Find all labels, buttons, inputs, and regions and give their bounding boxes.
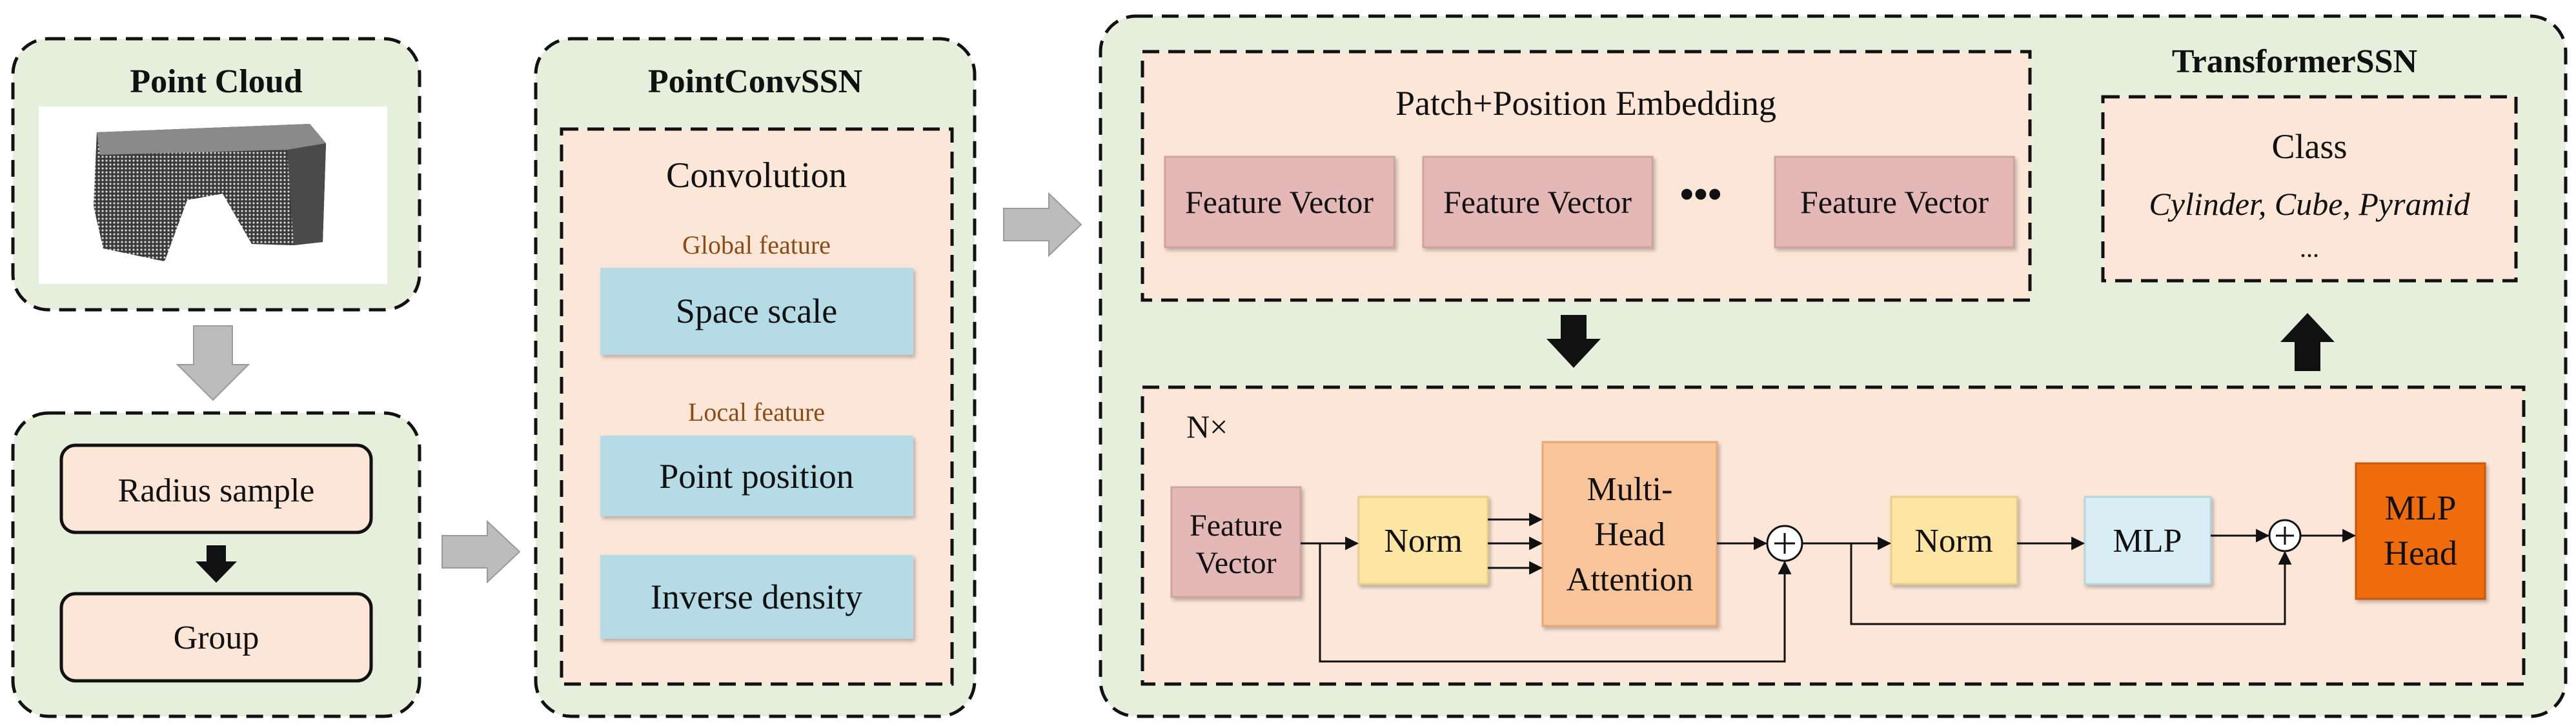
local-feature-label: Local feature	[688, 398, 825, 427]
point-cloud-title: Point Cloud	[130, 63, 302, 100]
norm-box-2	[1890, 496, 2018, 585]
flow-arrow-down	[176, 325, 250, 401]
class-list: Cylinder, Cube, Pyramid	[2149, 186, 2470, 222]
point-position-label: Point position	[659, 457, 854, 496]
feature-vector-box-1	[1164, 156, 1395, 248]
sample-to-group-arrow	[196, 545, 237, 583]
point-cloud-shape	[94, 124, 326, 261]
feature-vector-label-3: Feature Vector	[1800, 184, 1989, 220]
group-box	[59, 592, 373, 683]
norm-box-1	[1357, 496, 1489, 585]
encoder-fv-line2: Vector	[1195, 546, 1276, 580]
attention-line1: Multi-	[1587, 471, 1673, 508]
ellipsis-dots: •••	[1679, 173, 1721, 217]
add-node-2-plus	[2276, 527, 2294, 545]
class-title: Class	[2271, 127, 2347, 166]
global-feature-label: Global feature	[682, 230, 831, 259]
class-more: ...	[2300, 234, 2319, 263]
repeat-label: N×	[1186, 408, 1228, 445]
space-scale-label: Space scale	[676, 292, 837, 330]
radius-sample-label: Radius sample	[118, 472, 315, 509]
point-position-box	[600, 436, 913, 516]
mlp-head-line2: Head	[2384, 534, 2457, 572]
transformer-panel: TransformerSSN Patch+Position Embedding …	[1099, 14, 2568, 718]
encoder-feature-vector-box	[1170, 486, 1302, 598]
inverse-density-box	[600, 555, 913, 639]
pointconv-panel: PointConvSSN Convolution Global feature …	[534, 37, 977, 718]
convolution-label: Convolution	[666, 156, 847, 196]
mlp-box	[2084, 496, 2212, 585]
space-scale-box	[600, 268, 913, 355]
encoder-to-class-arrow	[2280, 313, 2335, 371]
attention-line3: Attention	[1567, 561, 1693, 598]
class-box	[2101, 95, 2518, 283]
group-label: Group	[174, 620, 259, 656]
radius-sample-box	[59, 443, 373, 534]
embedding-title: Patch+Position Embedding	[1395, 84, 1776, 123]
inverse-density-label: Inverse density	[651, 578, 862, 616]
attention-line2: Head	[1594, 516, 1665, 553]
mlp-label: MLP	[2113, 523, 2182, 560]
flow-arrow-right-1	[441, 519, 521, 584]
transformer-title: TransformerSSN	[2172, 43, 2417, 80]
embedding-to-encoder-arrow	[1547, 315, 1601, 368]
norm-label-1: Norm	[1384, 523, 1462, 560]
norm-label-2: Norm	[1914, 523, 1993, 560]
sampling-panel: Radius sample Group	[11, 411, 421, 718]
add-node-1-plus	[1774, 533, 1795, 554]
mlp-head-line1: MLP	[2384, 489, 2456, 527]
encoder-connectors	[1301, 512, 2357, 663]
flow-arrow-right-2	[1003, 192, 1082, 257]
pointconv-title: PointConvSSN	[648, 63, 862, 100]
feature-vector-label-1: Feature Vector	[1185, 184, 1374, 220]
feature-vector-box-2	[1422, 156, 1654, 248]
attention-box	[1541, 441, 1718, 627]
point-cloud-panel: Point Cloud	[11, 37, 421, 312]
encoder-fv-line1: Feature	[1190, 509, 1283, 543]
feature-vector-label-2: Feature Vector	[1443, 184, 1632, 220]
mlp-head-box	[2355, 462, 2486, 600]
feature-vector-box-3	[1774, 156, 2015, 248]
